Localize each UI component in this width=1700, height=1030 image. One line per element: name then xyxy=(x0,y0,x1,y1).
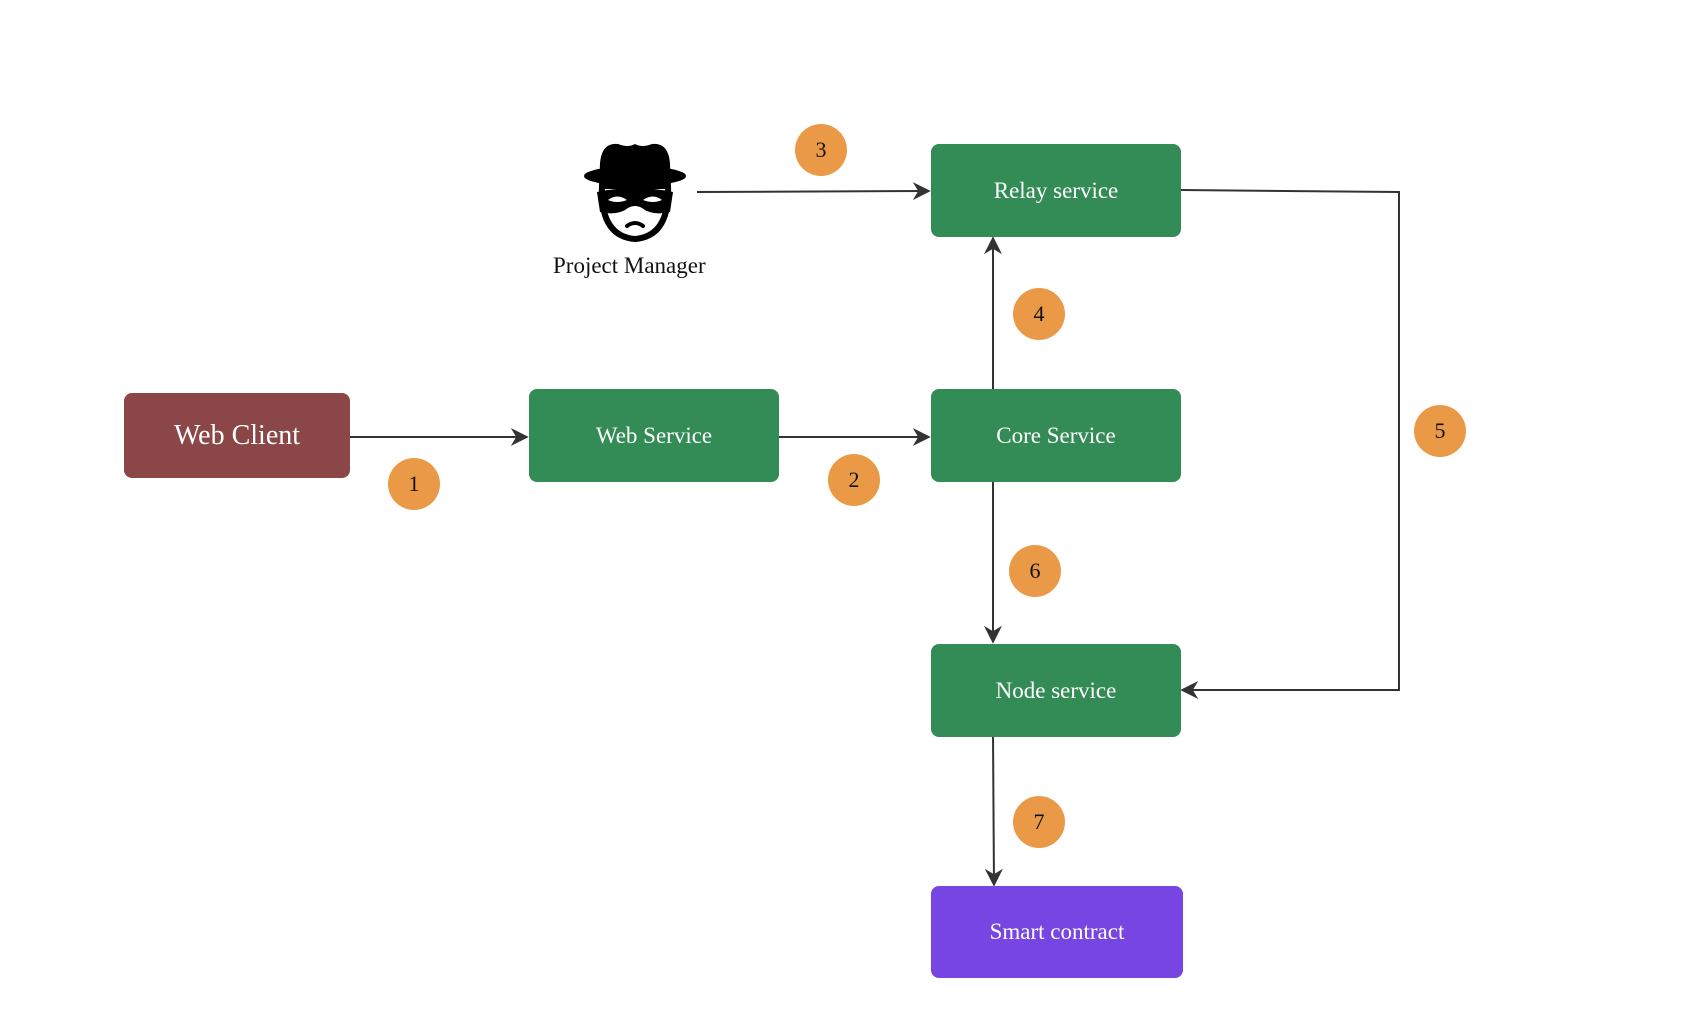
core-service-label: Core Service xyxy=(996,422,1116,448)
smart-contract-node: Smart contract xyxy=(931,886,1183,978)
web-service-label: Web Service xyxy=(595,422,713,448)
step-badge-6: 6 xyxy=(1009,545,1061,597)
step-badge-5: 5 xyxy=(1414,405,1466,457)
step-badge-7: 7 xyxy=(1013,796,1065,848)
node-service-node: Node service xyxy=(931,644,1181,737)
relay-service-label: Relay service xyxy=(993,177,1119,203)
edge-node-service-to-smart-contract xyxy=(984,735,1003,887)
step-badge-1: 1 xyxy=(388,458,440,510)
core-service-node: Core Service xyxy=(931,389,1181,482)
web-client-label: Web Client xyxy=(173,419,301,451)
relay-service-node: Relay service xyxy=(931,144,1181,237)
step-badge-3: 3 xyxy=(795,124,847,176)
edge-project-manager-to-relay-service xyxy=(696,182,931,201)
smart-contract-label: Smart contract xyxy=(989,919,1125,944)
edge-relay-service-to-node-service xyxy=(1180,189,1400,699)
spy-icon xyxy=(584,143,686,243)
project-manager-label: Project Manager xyxy=(553,253,706,278)
web-client-node: Web Client xyxy=(124,393,350,478)
step-badge-4: 4 xyxy=(1013,288,1065,340)
node-service-label: Node service xyxy=(995,677,1117,703)
web-service-node: Web Service xyxy=(529,389,779,482)
step-badge-2: 2 xyxy=(828,454,880,506)
